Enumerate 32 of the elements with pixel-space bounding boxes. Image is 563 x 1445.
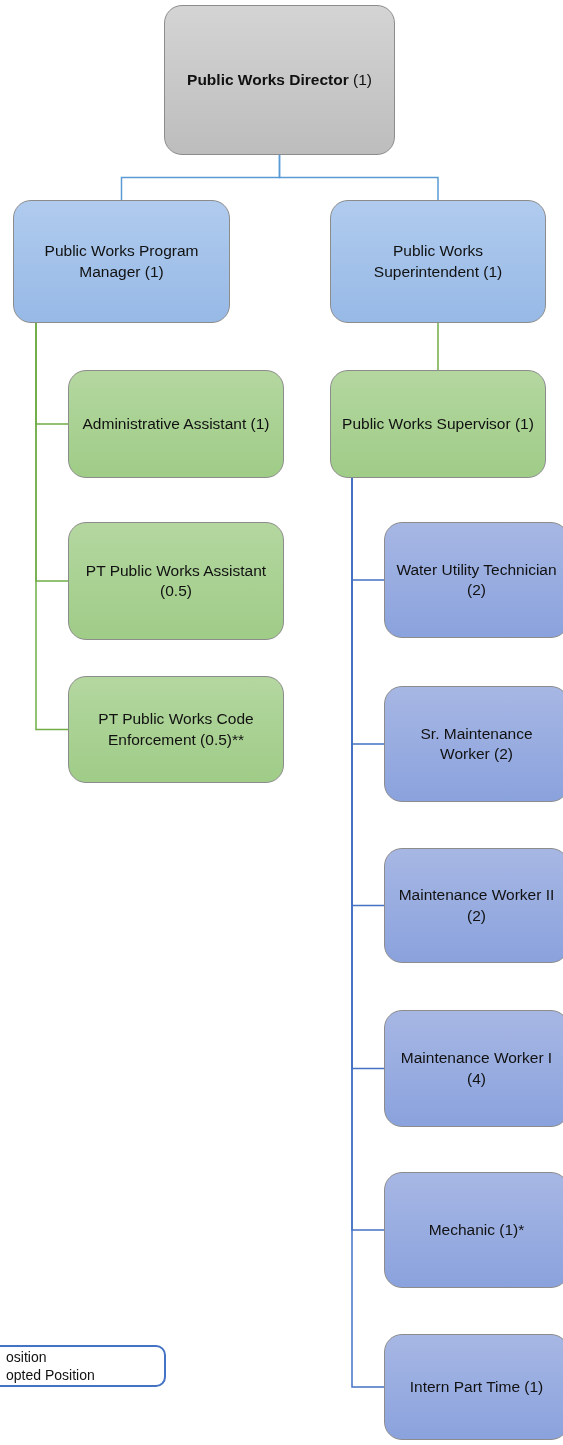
legend-text: osition xyxy=(6,1347,47,1366)
position-box xyxy=(384,1010,563,1127)
position-title: Maintenance Worker II (2) xyxy=(397,885,556,926)
position-box xyxy=(384,1172,563,1288)
position-box xyxy=(68,522,284,640)
position-title: Administrative Assistant (1) xyxy=(82,413,270,434)
position-title: Public Works Program Manager (1) xyxy=(43,241,200,282)
position-box xyxy=(68,676,284,783)
position-box xyxy=(330,200,546,323)
position-box xyxy=(384,522,563,638)
position-title: Mechanic (1)* xyxy=(428,1219,525,1240)
position-title: Maintenance Worker I (4) xyxy=(399,1048,554,1089)
position-title: PT Public Works Assistant (0.5) xyxy=(84,560,268,601)
position-box xyxy=(384,1334,563,1440)
position-box xyxy=(164,5,395,155)
position-title: Public Works Supervisor (1) xyxy=(342,413,534,434)
position-box xyxy=(384,686,563,802)
position-box xyxy=(68,370,284,478)
position-title: Public Works Superintendent (1) xyxy=(372,241,504,282)
position-title: Sr. Maintenance Worker (2) xyxy=(419,723,534,764)
connector-line xyxy=(35,322,69,731)
position-title: Water Utility Technician (2) xyxy=(395,559,558,600)
position-box xyxy=(330,370,546,478)
position-box xyxy=(384,848,563,963)
position-title: Public Works Director (1) xyxy=(187,69,372,90)
position-box xyxy=(13,200,230,323)
legend-text: opted Position xyxy=(6,1366,95,1385)
connector-line xyxy=(278,154,439,201)
position-title: PT Public Works Code Enforcement (0.5)** xyxy=(97,709,255,750)
legend-box xyxy=(0,1345,166,1387)
connector-line xyxy=(437,322,439,371)
position-title: Intern Part Time (1) xyxy=(409,1376,544,1397)
